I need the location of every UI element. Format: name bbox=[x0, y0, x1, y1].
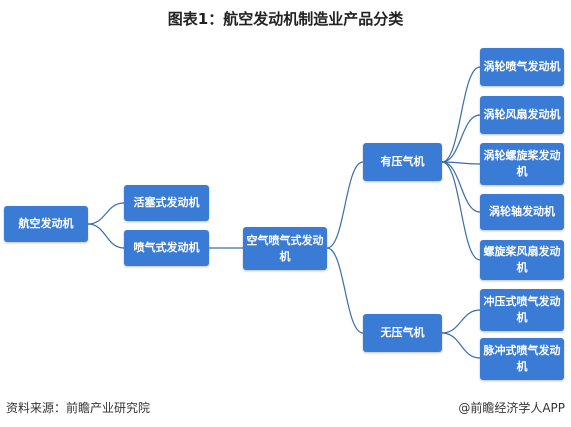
source-note: 资料来源：前瞻产业研究院 bbox=[6, 401, 151, 415]
node-jet-engine: 喷气式发动机 bbox=[124, 230, 209, 266]
connector-with-turbojet bbox=[441, 66, 481, 163]
node-turboprop-engine: 涡轮螺旋桨发动机 bbox=[480, 143, 564, 185]
connector-with-turbofan bbox=[441, 114, 481, 163]
node-aviation-engine: 航空发动机 bbox=[4, 206, 88, 242]
chart-title: 图表1：航空发动机制造业产品分类 bbox=[167, 10, 404, 28]
node-air-breathing-jet-engine: 空气喷气式发动机 bbox=[243, 227, 327, 270]
connector-with-turboprop bbox=[441, 161, 481, 165]
node-propfan-engine: 螺旋桨风扇发动机 bbox=[480, 240, 564, 280]
connector-without-pulsejet bbox=[441, 332, 481, 359]
connector-root-jet bbox=[87, 223, 125, 249]
connector-without-ramjet bbox=[441, 309, 481, 334]
credit-note: @前瞻经济学人APP bbox=[458, 401, 565, 415]
connector-with-turboshaft bbox=[441, 161, 481, 213]
connector-root-piston bbox=[87, 202, 125, 225]
node-turboshaft-engine: 涡轮轴发动机 bbox=[480, 194, 564, 230]
node-turbofan-engine: 涡轮风扇发动机 bbox=[480, 96, 564, 134]
node-with-compressor: 有压气机 bbox=[363, 143, 442, 181]
connector-airbreathing-with bbox=[326, 161, 364, 249]
connector-airbreathing-without bbox=[326, 247, 364, 334]
node-without-compressor: 无压气机 bbox=[363, 314, 442, 352]
node-turbojet-engine: 涡轮喷气发动机 bbox=[480, 48, 564, 86]
node-piston-engine: 活塞式发动机 bbox=[124, 185, 209, 221]
node-pulsejet-engine: 脉冲式喷气发动机 bbox=[480, 338, 564, 380]
connector-with-propfan bbox=[441, 161, 481, 261]
node-ramjet-engine: 冲压式喷气发动机 bbox=[480, 289, 564, 331]
